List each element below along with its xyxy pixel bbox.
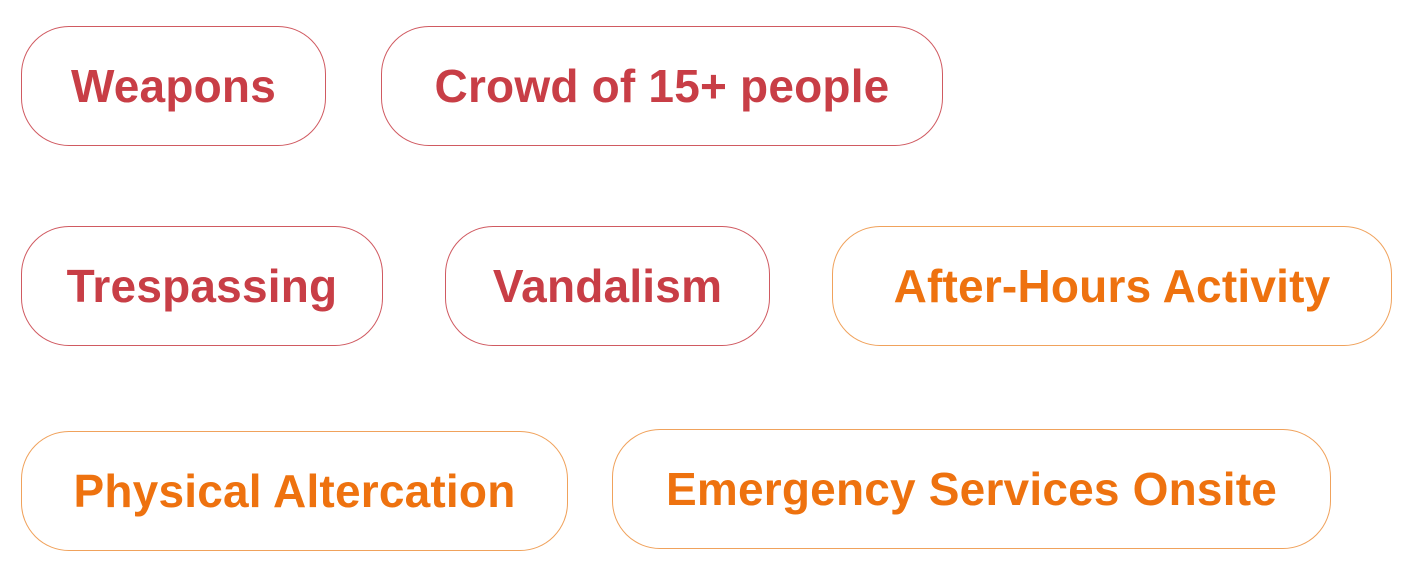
tag-label: Weapons	[70, 60, 277, 112]
tag-label: After-Hours Activity	[893, 260, 1331, 312]
tag-chip-crowd[interactable]: Crowd of 15+ people	[381, 26, 943, 146]
tag-chip-emergency-services-onsite[interactable]: Emergency Services Onsite	[612, 429, 1331, 549]
tag-chip-trespassing[interactable]: Trespassing	[21, 226, 383, 346]
tag-label: Vandalism	[492, 260, 723, 312]
tag-label: Crowd of 15+ people	[434, 60, 890, 112]
tag-chip-physical-altercation[interactable]: Physical Altercation	[21, 431, 568, 551]
tag-label: Physical Altercation	[73, 465, 516, 517]
tag-chip-after-hours-activity[interactable]: After-Hours Activity	[832, 226, 1392, 346]
tag-label: Emergency Services Onsite	[666, 463, 1277, 515]
tag-label: Trespassing	[66, 260, 338, 312]
tag-chip-vandalism[interactable]: Vandalism	[445, 226, 770, 346]
tag-chip-weapons[interactable]: Weapons	[21, 26, 326, 146]
